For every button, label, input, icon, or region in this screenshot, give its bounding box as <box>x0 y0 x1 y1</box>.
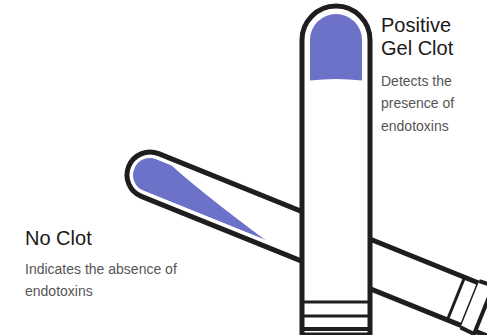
gel-clot <box>300 0 372 82</box>
tube-band <box>300 315 372 318</box>
result-heading: Positive Gel Clot <box>381 14 481 60</box>
tube-band <box>447 277 464 320</box>
result-description: Indicates the absence of endotoxins <box>25 258 200 303</box>
tube-band <box>302 301 370 304</box>
result-description: Detects the presence of endotoxins <box>381 70 481 137</box>
tube-lip <box>300 327 372 331</box>
liquid-fill <box>115 145 282 242</box>
vertical-tube <box>300 0 372 335</box>
tube-lip <box>460 280 487 334</box>
result-heading: No Clot <box>25 227 205 250</box>
